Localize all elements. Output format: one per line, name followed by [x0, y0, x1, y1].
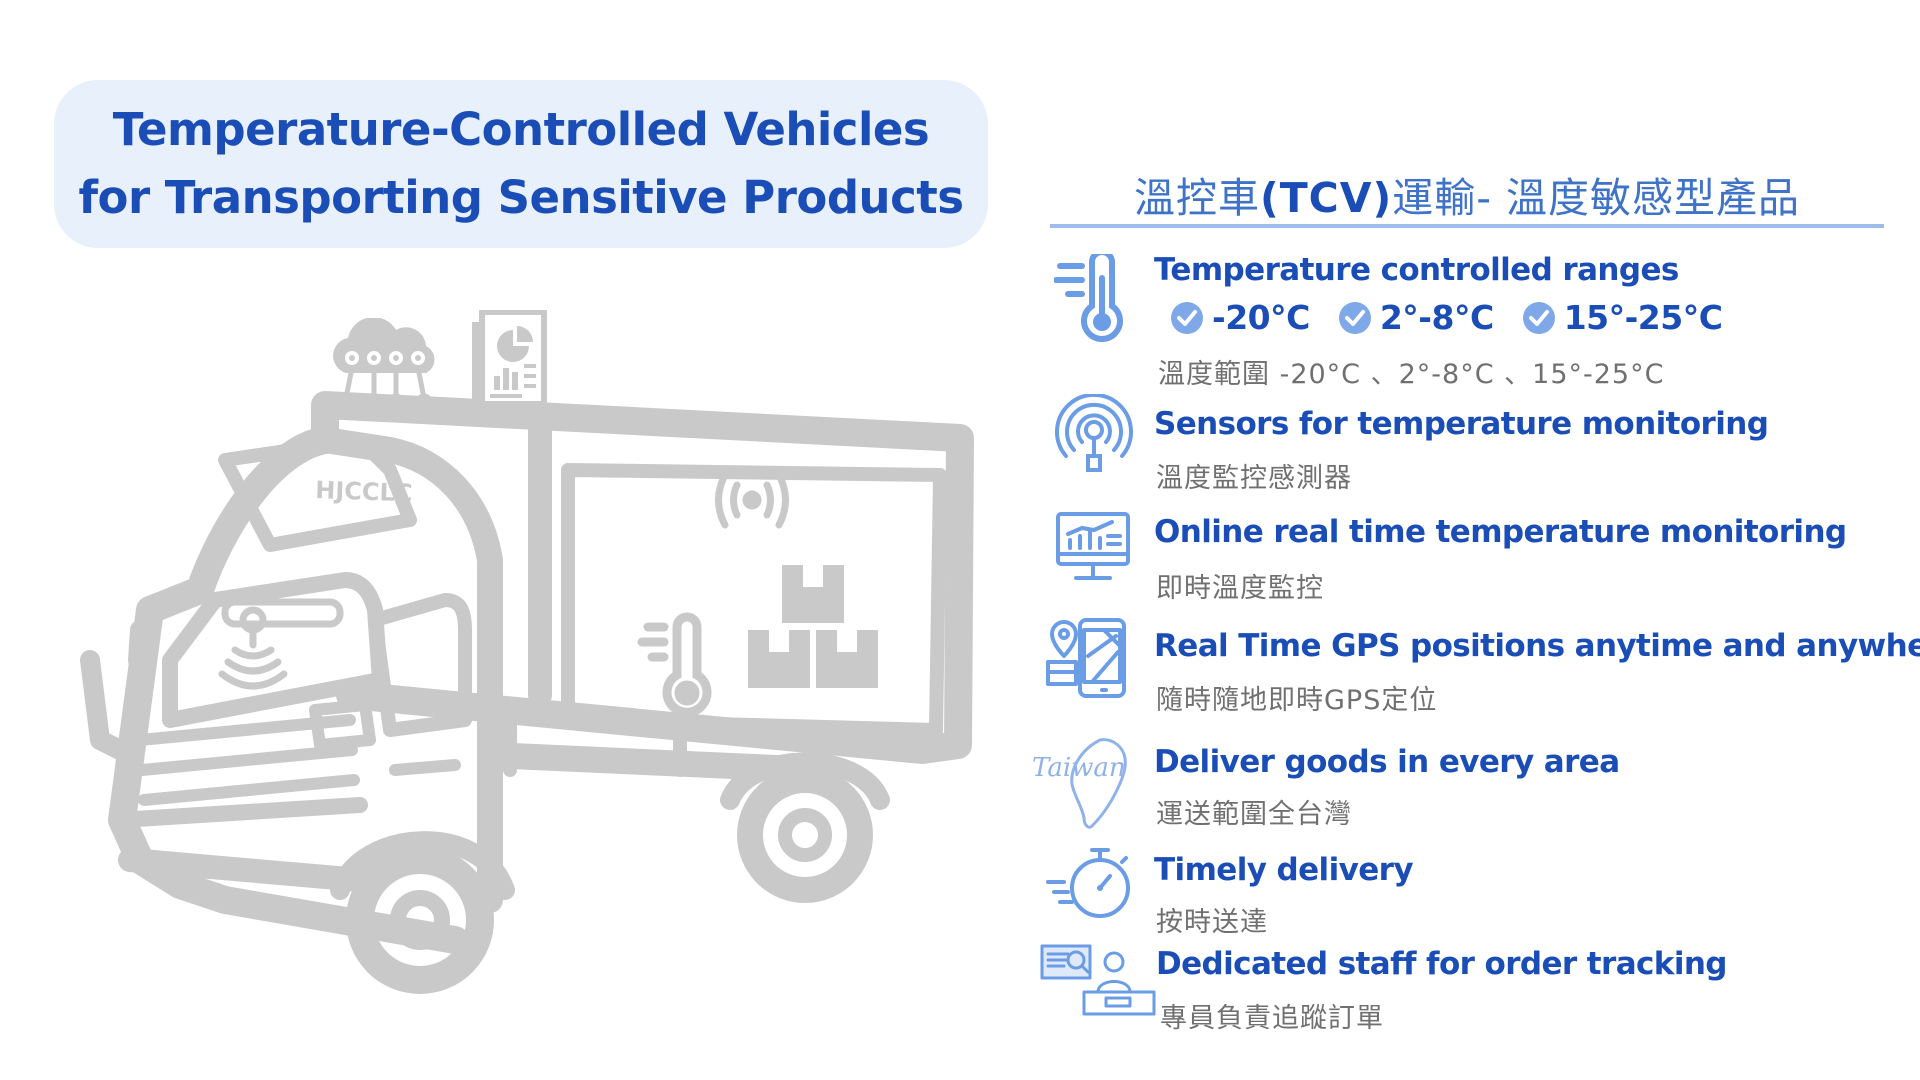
feature-every-area: Taiwan Deliver goods in every area 運送範圍全… [1032, 738, 1896, 834]
check-circle-icon [1338, 301, 1371, 334]
range-item: 2°-8°C [1338, 298, 1494, 337]
chinese-header-suffix: 運輸- 溫度敏感型產品 [1392, 174, 1801, 222]
feature-subtitle: 專員負責追蹤訂單 [1160, 1003, 1384, 1034]
feature-subtitle: 按時送達 [1156, 907, 1268, 938]
feature-subtitle: 溫度範圍 -20°C 、2°-8°C 、15°-25°C [1158, 359, 1665, 390]
taiwan-map-icon: Taiwan [1032, 738, 1127, 829]
feature-title: Timely delivery [1154, 852, 1414, 888]
camera-sensor-icon [218, 598, 344, 690]
chinese-header: 溫控車(TCV)運輸- 溫度敏感型產品 [1050, 164, 1884, 224]
check-circle-icon [1522, 301, 1555, 334]
taiwan-map-label: Taiwan [1032, 753, 1126, 783]
chinese-header-prefix: 溫控車 [1133, 174, 1260, 222]
feature-title: Temperature controlled ranges [1154, 252, 1679, 288]
feature-gps: Real Time GPS positions anytime and anyw… [1036, 618, 1920, 718]
feature-subtitle: 隨時隨地即時GPS定位 [1156, 685, 1438, 716]
range-label: -20°C [1212, 298, 1310, 337]
main-title-line-2: for Transporting Sensitive Products [78, 171, 964, 224]
feature-title: Deliver goods in every area [1154, 744, 1620, 780]
check-circle-icon [1171, 301, 1203, 334]
chinese-header-tcv: (TCV) [1259, 174, 1393, 222]
feature-title: Real Time GPS positions anytime and anyw… [1154, 628, 1920, 664]
feature-dedicated-staff: Dedicated staff for order tracking 專員負責追… [1036, 944, 1896, 1036]
feature-title: Sensors for temperature monitoring [1154, 406, 1769, 442]
cloud-network-icon [333, 318, 435, 410]
title-box: Temperature-Controlled Vehicles for Tran… [54, 80, 988, 248]
stopwatch-icon [1046, 848, 1130, 918]
feature-subtitle: 溫度監控感測器 [1156, 463, 1352, 494]
staff-tracking-icon [1040, 944, 1156, 1016]
range-item: -20°C [1170, 298, 1310, 337]
feature-temperature-ranges: Temperature controlled ranges -20°C 2°-8… [1036, 252, 1896, 392]
header-divider [1050, 224, 1884, 228]
truck-brand-label: HJCCLC [315, 476, 413, 507]
feature-subtitle: 即時溫度監控 [1156, 573, 1324, 604]
boxes-icon [748, 565, 878, 688]
thermometer-icon [637, 612, 712, 717]
thermometer-icon [1054, 254, 1123, 342]
monitor-chart-icon [1056, 512, 1130, 580]
range-item: 15°-25°C [1522, 298, 1723, 337]
gps-map-phone-icon [1046, 618, 1126, 698]
range-label: 15°-25°C [1563, 298, 1723, 337]
wireless-signal-icon [715, 471, 789, 529]
feature-subtitle: 運送範圍全台灣 [1156, 799, 1352, 830]
range-label: 2°-8°C [1379, 298, 1494, 337]
temperature-range-list: -20°C 2°-8°C 15°-25°C [1170, 298, 1750, 337]
feature-sensors: Sensors for temperature monitoring 溫度監控感… [1036, 394, 1896, 496]
feature-timely-delivery: Timely delivery 按時送達 [1036, 848, 1896, 942]
report-document-icon [472, 310, 547, 414]
feature-title: Online real time temperature monitoring [1154, 514, 1847, 550]
feature-title: Dedicated staff for order tracking [1156, 946, 1728, 982]
feature-online-monitoring: Online real time temperature monitoring … [1036, 512, 1896, 604]
sensor-signal-icon [1055, 394, 1133, 472]
main-title-line-1: Temperature-Controlled Vehicles [112, 103, 930, 156]
truck-illustration: HJCCLC [80, 391, 974, 994]
